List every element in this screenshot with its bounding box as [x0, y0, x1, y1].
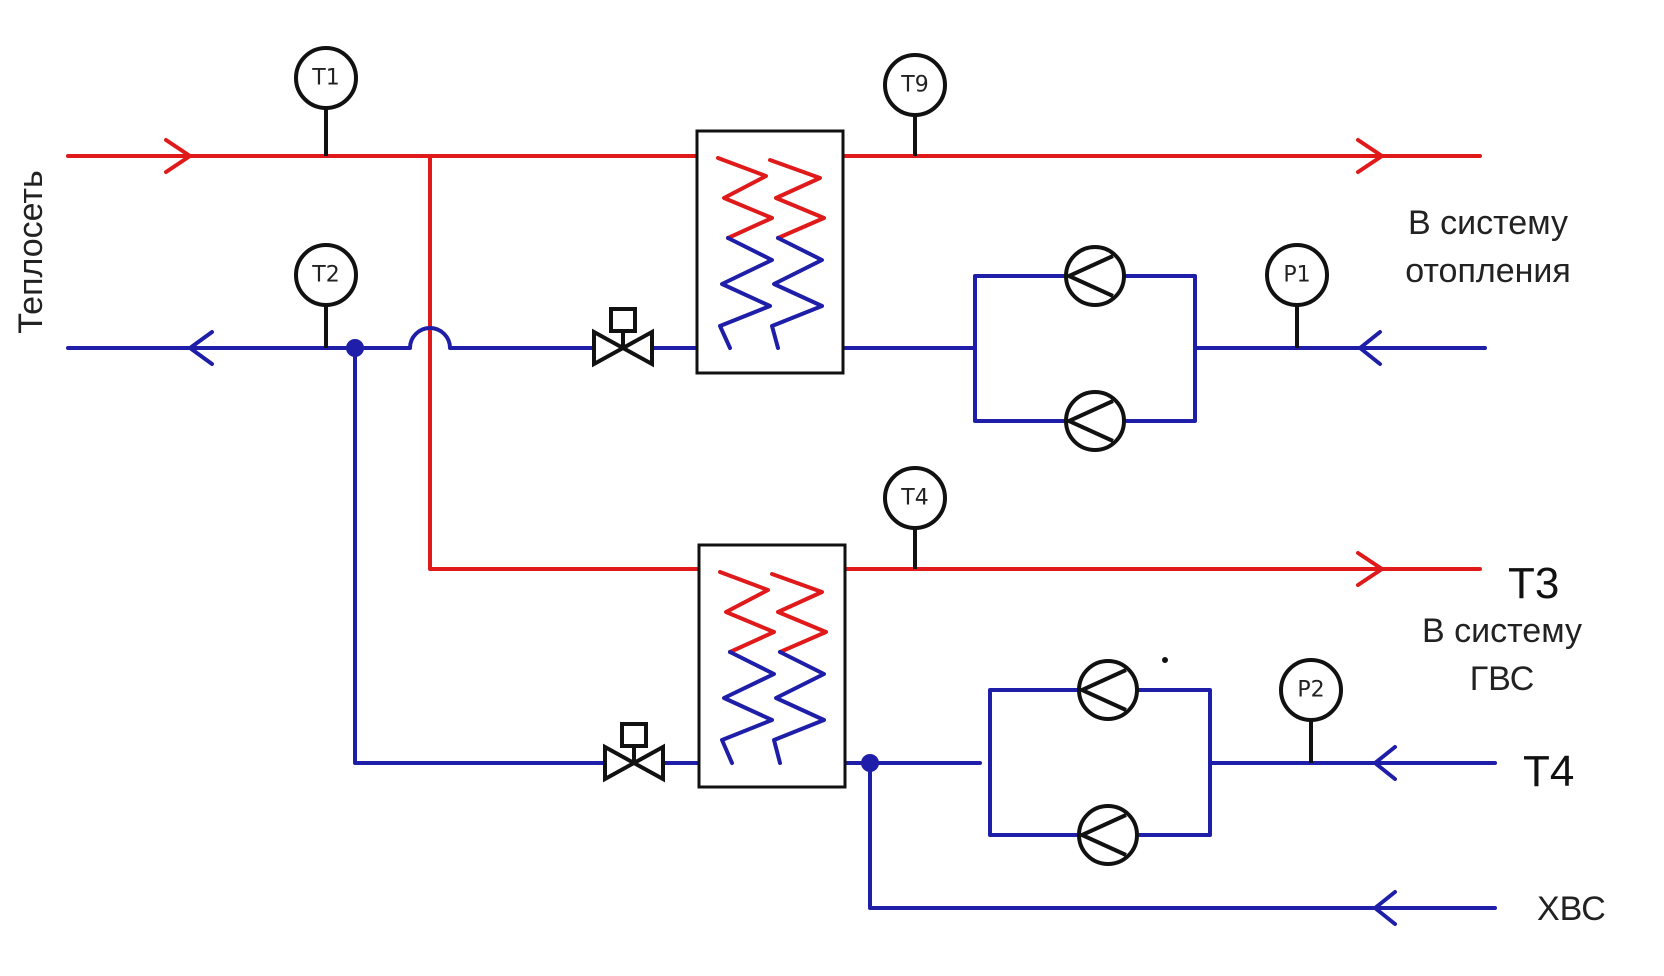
- return-main-pipe: [66, 326, 977, 350]
- gauge-t4: Т4: [883, 466, 947, 569]
- gauge-label: Т2: [311, 263, 339, 288]
- arrow-left-icon: [1373, 890, 1397, 926]
- gauge-p2: Р2: [1279, 658, 1343, 763]
- heating-system-label-line1: В систему: [1408, 204, 1568, 242]
- gauge-t2: Т2: [294, 243, 358, 348]
- dhw-system-label-line2: ГВС: [1470, 660, 1535, 698]
- gauge-label: Т9: [900, 73, 928, 98]
- gauge-label: Т1: [311, 66, 339, 91]
- arrow-left-icon: [188, 330, 214, 366]
- junction-dot: [346, 339, 364, 357]
- arrow-left-icon: [1358, 330, 1382, 366]
- gauge-t1: Т1: [294, 46, 358, 156]
- cold-water-pipe: [868, 761, 1497, 910]
- heat-exchanger-heating: [695, 129, 845, 375]
- arrow-left-icon: [1373, 745, 1397, 781]
- dot-mark: [1162, 657, 1168, 663]
- supply-dhw-branch-pipe: [428, 154, 1482, 571]
- dhw-system-label-line1: В систему: [1422, 612, 1582, 650]
- cold-water-label: ХВС: [1537, 890, 1606, 928]
- gauge-label: Р1: [1283, 263, 1310, 288]
- t4-label: Т4: [1523, 747, 1574, 796]
- heating-system-label-line2: отопления: [1405, 252, 1571, 290]
- heating-pump-1-icon[interactable]: [1064, 245, 1126, 307]
- heat-network-label: Теплосеть: [12, 170, 50, 333]
- heat-exchanger-dhw: [697, 543, 847, 789]
- junction-dot: [861, 754, 879, 772]
- gauge-label: Т4: [900, 486, 928, 511]
- control-valve-icon[interactable]: [603, 722, 665, 783]
- arrow-right-icon: [1356, 551, 1384, 587]
- arrow-right-icon: [1356, 138, 1384, 174]
- arrow-right-icon: [164, 138, 192, 174]
- heating-pump-2-icon[interactable]: [1064, 390, 1126, 452]
- return-dhw-branch-pipe: [353, 346, 982, 765]
- t3-label: Т3: [1508, 559, 1559, 608]
- dhw-pump-2-icon[interactable]: [1077, 804, 1139, 866]
- gauge-t9: Т9: [883, 53, 947, 156]
- dhw-pump-1-icon[interactable]: [1077, 659, 1139, 721]
- gauge-p1: Р1: [1265, 243, 1329, 348]
- gauge-label: Р2: [1297, 678, 1324, 703]
- control-valve-icon[interactable]: [592, 307, 654, 368]
